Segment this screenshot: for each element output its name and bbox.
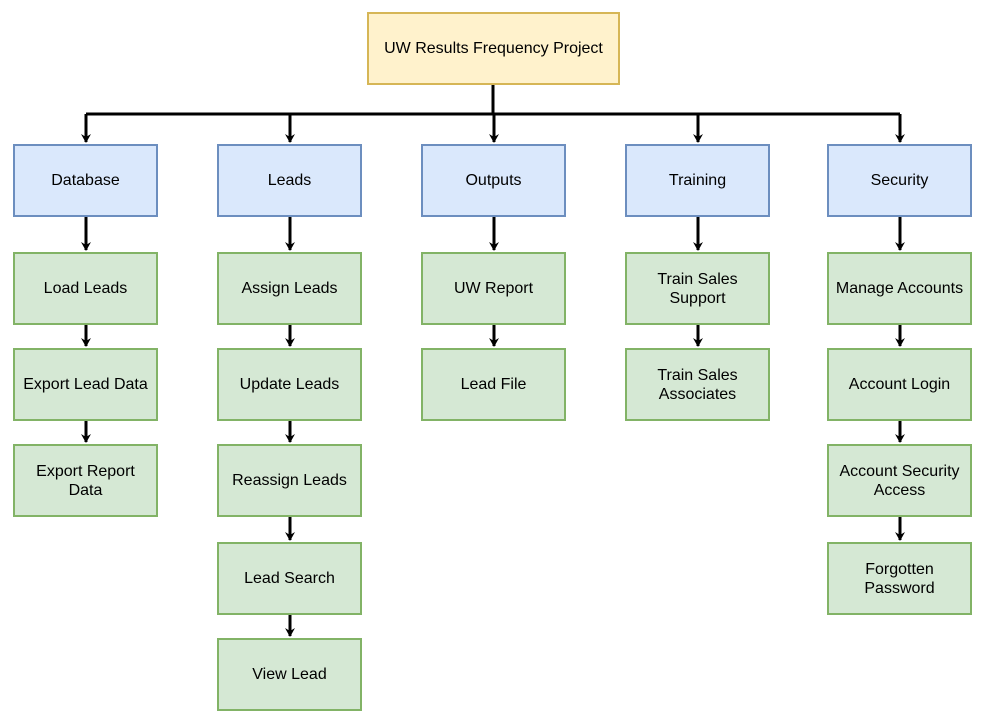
leaf-account-login: Account Login — [827, 348, 972, 421]
leaf-lead-search: Lead Search — [217, 542, 362, 615]
leaf-uw-report: UW Report — [421, 252, 566, 325]
leaf-manage-accounts: Manage Accounts — [827, 252, 972, 325]
leaf-reassign-leads: Reassign Leads — [217, 444, 362, 517]
leaf-lead-file: Lead File — [421, 348, 566, 421]
leaf-update-leads: Update Leads — [217, 348, 362, 421]
leaf-assign-leads: Assign Leads — [217, 252, 362, 325]
category-training: Training — [625, 144, 770, 217]
leaf-load-leads: Load Leads — [13, 252, 158, 325]
leaf-export-lead-data: Export Lead Data — [13, 348, 158, 421]
leaf-view-lead: View Lead — [217, 638, 362, 711]
leaf-export-report-data: Export Report Data — [13, 444, 158, 517]
category-database: Database — [13, 144, 158, 217]
root-node: UW Results Frequency Project — [367, 12, 620, 85]
leaf-train-sales-support: Train Sales Support — [625, 252, 770, 325]
leaf-forgotten-password: Forgotten Password — [827, 542, 972, 615]
category-security: Security — [827, 144, 972, 217]
leaf-train-sales-associates: Train Sales Associates — [625, 348, 770, 421]
category-outputs: Outputs — [421, 144, 566, 217]
leaf-account-security-access: Account Security Access — [827, 444, 972, 517]
category-leads: Leads — [217, 144, 362, 217]
